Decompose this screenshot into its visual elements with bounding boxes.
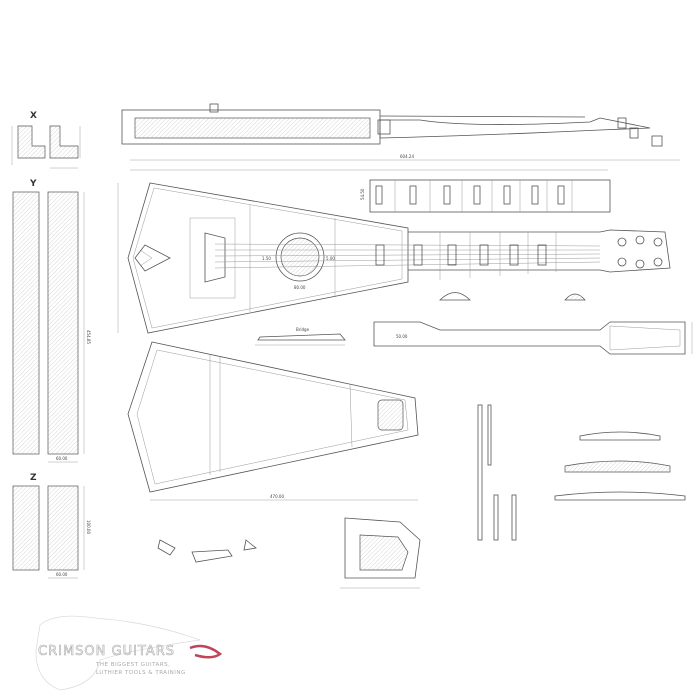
logo-tagline-1: THE BIGGEST GUITARS,: [95, 662, 170, 668]
fretboard-view: 54.50: [360, 179, 611, 213]
z-strip-left: [12, 485, 40, 571]
body-front-view: 1.50 5.00 80.00: [117, 182, 671, 334]
soundhole-diameter-dim: 80.00: [294, 285, 306, 290]
soundhole-right-dim: 5.00: [326, 256, 335, 261]
soundhole-left-dim: 1.50: [262, 256, 271, 261]
section-z-label: Z: [30, 473, 37, 483]
logo-swoosh-icon: [189, 644, 223, 659]
y-strip-right: [47, 191, 79, 455]
x-profile-left: [17, 125, 46, 159]
y-strip-left: [12, 191, 40, 455]
body-length-dim: 470.00: [270, 494, 284, 499]
z-strip-right: [47, 485, 79, 571]
y-length-dim: 454.85: [86, 330, 91, 344]
z-width-dim: 60.00: [56, 572, 68, 577]
overall-dimensions: 604.24: [130, 154, 680, 171]
guitar-outline-logo-icon: [35, 615, 201, 691]
neck-profile: 50.00: [373, 321, 693, 355]
body-back-view: 470.00: [127, 341, 419, 501]
section-z: Z 100.00 60.00: [12, 473, 91, 579]
bridge-top: [204, 232, 226, 283]
crimson-guitars-logo: CRIMSON GUITARS THE BIGGEST GUITARS, LUT…: [35, 615, 223, 691]
section-x-label: X: [30, 111, 37, 121]
y-width-dim: 60.00: [56, 456, 68, 461]
x-profile-right: [49, 125, 79, 159]
fretboard-width-dim: 54.50: [360, 188, 365, 200]
z-length-dim: 100.00: [86, 520, 91, 534]
soundhole: [280, 237, 320, 277]
bridge-label: Bridge: [296, 327, 310, 332]
logo-name: CRIMSON GUITARS: [38, 644, 175, 659]
section-x: X: [11, 111, 81, 169]
small-parts: [157, 404, 686, 589]
logo-tagline-2: LUTHIER TOOLS & TRAINING: [96, 670, 186, 676]
neck-side-view: [121, 103, 663, 147]
section-y-label: Y: [29, 179, 37, 189]
neck-width-dim: 50.00: [396, 334, 408, 339]
overall-length-dim: 604.24: [400, 154, 414, 159]
bridge-profile: Bridge: [255, 327, 346, 346]
section-y: Y 454.85 60.00: [12, 179, 91, 463]
